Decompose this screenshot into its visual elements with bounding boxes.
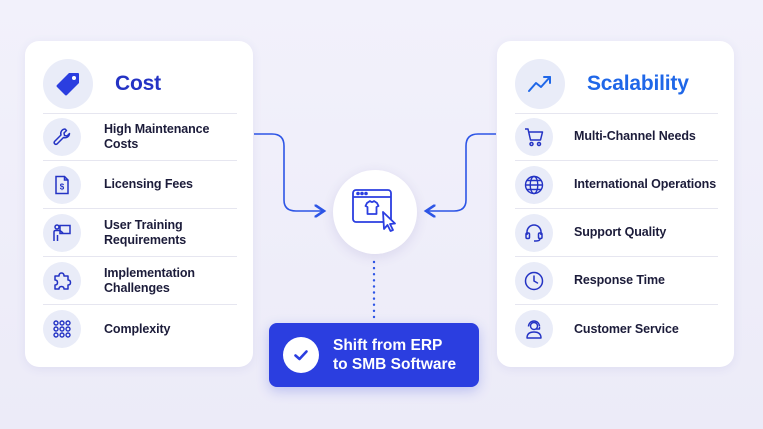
item-label: High Maintenance Costs	[104, 121, 210, 151]
item-label: Multi-Channel Needs	[574, 129, 696, 143]
cost-title: Cost	[115, 71, 161, 95]
cost-card: Cost High Maintenance Costs $ Licensing …	[25, 41, 253, 367]
scalability-card-header: Scalability	[515, 56, 718, 114]
presentation-icon	[43, 213, 81, 252]
ecommerce-browser-icon	[350, 186, 400, 239]
item-label: User Training Requirements	[104, 217, 187, 247]
right-connector-arrow	[426, 133, 496, 211]
scalability-item-support: Support Quality	[515, 209, 718, 257]
result-line-1: Shift from ERP	[333, 337, 443, 354]
scalability-item-customer-service: Customer Service	[515, 305, 718, 353]
scalability-card: Scalability Multi-Channel Needs Internat…	[497, 41, 734, 367]
svg-text:$: $	[60, 182, 65, 191]
left-connector-arrow	[254, 133, 324, 211]
document-dollar-icon: $	[43, 165, 81, 204]
shift-result-button: Shift from ERP to SMB Software	[269, 323, 479, 387]
cost-item-implementation: Implementation Challenges	[43, 257, 237, 305]
cost-item-maintenance: High Maintenance Costs	[43, 113, 237, 161]
price-tag-icon	[43, 58, 93, 109]
clock-icon	[515, 261, 553, 300]
wrench-icon	[43, 117, 81, 156]
scalability-item-international: International Operations	[515, 161, 718, 209]
scalability-item-multichannel: Multi-Channel Needs	[515, 113, 718, 161]
grid-dots-icon	[43, 310, 81, 348]
result-line-2: to SMB Software	[333, 356, 457, 373]
trend-up-icon	[515, 58, 565, 109]
puzzle-icon	[43, 261, 81, 300]
cost-card-header: Cost	[43, 56, 237, 114]
cost-item-training: User Training Requirements	[43, 209, 237, 257]
scalability-item-response: Response Time	[515, 257, 718, 305]
center-hub	[333, 170, 417, 254]
support-agent-icon	[515, 310, 553, 348]
cost-item-licensing: $ Licensing Fees	[43, 161, 237, 209]
item-label: International Operations	[574, 177, 717, 191]
item-label: Complexity	[104, 321, 171, 336]
scalability-title: Scalability	[587, 71, 689, 95]
item-label: Licensing Fees	[104, 177, 193, 191]
cost-item-complexity: Complexity	[43, 305, 237, 353]
item-label: Implementation Challenges	[104, 265, 195, 295]
globe-icon	[515, 165, 553, 204]
headset-icon	[515, 213, 553, 252]
result-text: Shift from ERP to SMB Software	[333, 336, 456, 374]
shopping-cart-icon	[515, 117, 553, 156]
item-label: Response Time	[574, 273, 665, 287]
check-icon	[283, 337, 319, 373]
item-label: Customer Service	[574, 321, 679, 336]
item-label: Support Quality	[574, 225, 667, 239]
